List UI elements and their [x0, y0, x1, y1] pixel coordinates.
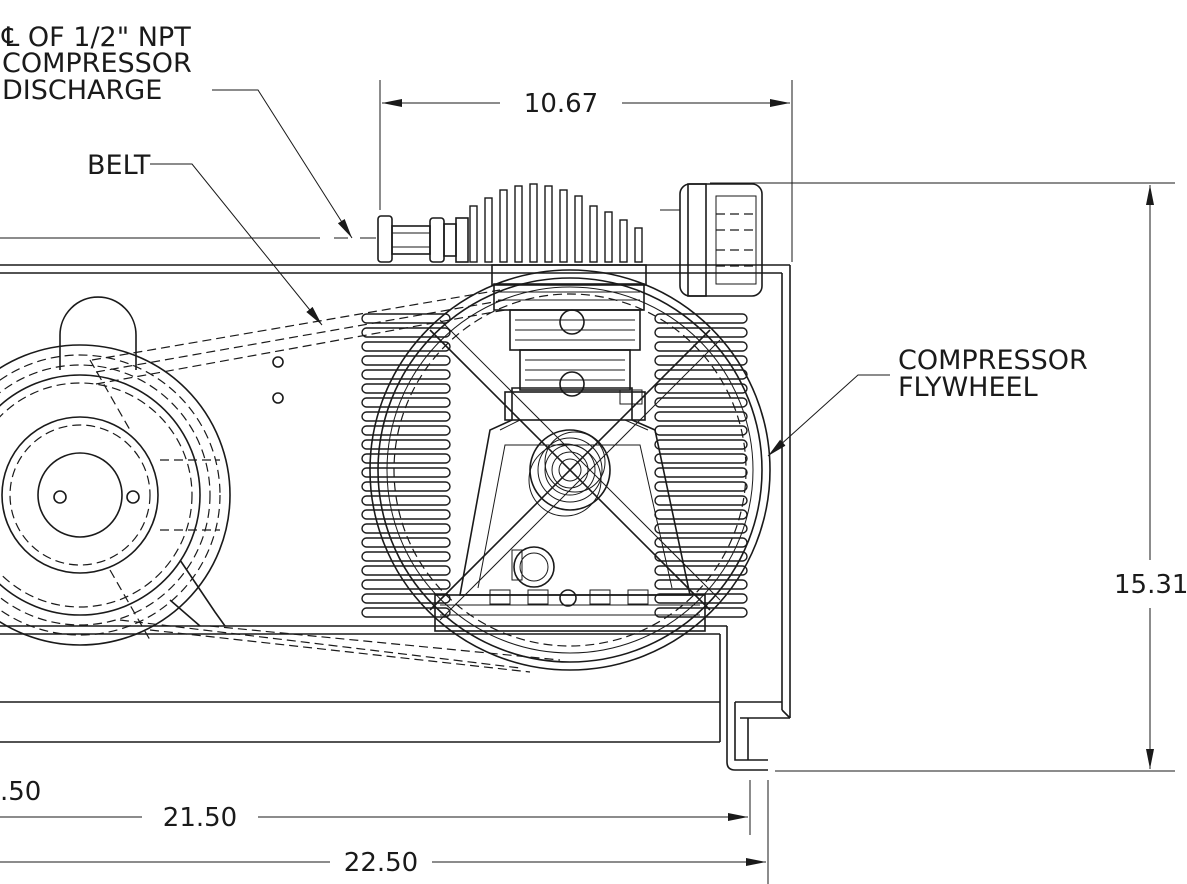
- compressor-pump: [434, 264, 706, 632]
- motor: [0, 296, 231, 646]
- discharge-fitting: [377, 215, 469, 263]
- cooling-fin-slot: [361, 551, 451, 562]
- cooling-fin-slot: [654, 509, 748, 520]
- flywheel: [369, 269, 771, 671]
- callout-discharge-line-2: COMPRESSOR: [2, 48, 192, 79]
- cooling-fin-slot: [361, 355, 451, 366]
- mount-hole: [272, 356, 284, 368]
- cooling-fin-slot: [361, 313, 451, 324]
- cooling-fin-slot: [654, 453, 748, 464]
- cooling-fin-slot: [654, 425, 748, 436]
- callout-flywheel-line-2: FLYWHEEL: [898, 372, 1038, 403]
- cooling-fin-slot: [654, 439, 748, 450]
- cooling-fin-slot: [654, 341, 748, 352]
- callout-discharge-line-1: ℄ OF 1/2" NPT: [1, 22, 191, 53]
- head-fin: [589, 205, 598, 263]
- cooling-fin-slot: [654, 327, 748, 338]
- head-fin: [544, 185, 553, 263]
- cooling-fins: [361, 313, 748, 618]
- belt: [91, 289, 561, 673]
- dimension-value-bottom-1: 21.50: [163, 803, 237, 833]
- cooling-fin-slot: [654, 481, 748, 492]
- cooling-fin-slot: [361, 481, 451, 492]
- callout-belt: BELT: [87, 150, 151, 181]
- cooling-fin-slot: [361, 439, 451, 450]
- cooling-fin-slot: [654, 593, 748, 604]
- base-frame: [0, 264, 791, 771]
- head-fin: [529, 183, 538, 263]
- head-fins: [469, 183, 643, 263]
- callout-discharge-line-3: DISCHARGE: [2, 75, 162, 106]
- cooling-fin-slot: [654, 369, 748, 380]
- cooling-fin-slot: [654, 537, 748, 548]
- dimension-width: [379, 80, 793, 262]
- cooling-fin-slot: [361, 453, 451, 464]
- head-fin: [499, 189, 508, 263]
- cooling-fin-slot: [654, 355, 748, 366]
- cooling-fin-slot: [654, 397, 748, 408]
- cooling-fin-slot: [654, 495, 748, 506]
- dimension-height: [710, 182, 1175, 772]
- head-fin: [484, 197, 493, 263]
- cooling-fin-slot: [361, 467, 451, 478]
- dimension-value-left-partial: .50: [0, 777, 41, 807]
- dimension-value-width: 10.67: [524, 89, 598, 119]
- head-fin: [574, 195, 583, 263]
- dimension-value-bottom-2: 22.50: [344, 848, 418, 878]
- cooling-fin-slot: [361, 341, 451, 352]
- head-fin: [604, 211, 613, 263]
- air-filter: [660, 183, 763, 297]
- cooling-fin-slot: [654, 523, 748, 534]
- dimension-value-height: 15.31: [1114, 570, 1187, 600]
- cooling-fin-slot: [361, 495, 451, 506]
- cooling-fin-slot: [654, 579, 748, 590]
- leader-lines: [150, 89, 890, 457]
- head-fin: [469, 205, 478, 263]
- cooling-fin-slot: [654, 467, 748, 478]
- head-fin: [559, 189, 568, 263]
- head-fin: [514, 185, 523, 263]
- dimension-bottom: [0, 780, 769, 884]
- head-fin: [634, 227, 643, 263]
- cooling-fin-slot: [654, 383, 748, 394]
- cooling-fin-slot: [361, 425, 451, 436]
- cooling-fin-slot: [361, 411, 451, 422]
- cooling-fin-slot: [361, 523, 451, 534]
- head-fin: [619, 219, 628, 263]
- cooling-fin-slot: [361, 537, 451, 548]
- callout-flywheel-line-1: COMPRESSOR: [898, 345, 1088, 376]
- mount-hole: [272, 392, 284, 404]
- cooling-fin-slot: [654, 411, 748, 422]
